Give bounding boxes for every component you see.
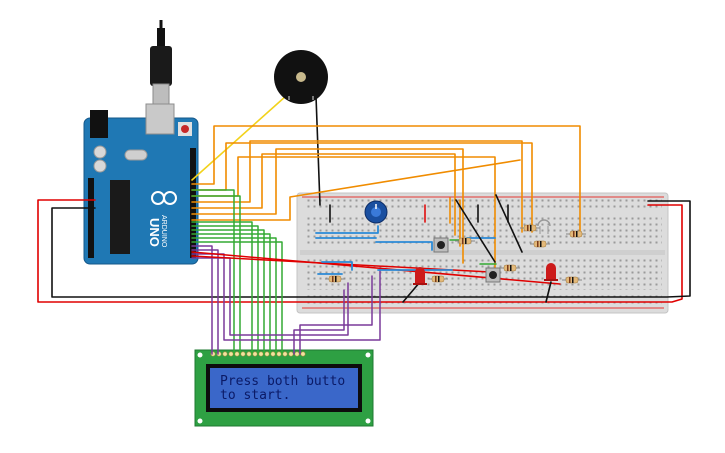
wire-gnd (51, 200, 691, 298)
wire-buzzer-signal (191, 95, 287, 181)
wire-buzzer-gnd (315, 95, 321, 206)
resistor (325, 275, 345, 283)
potentiometer-icon (364, 200, 388, 224)
arduino-logo-icon (151, 191, 177, 205)
lcd-display: Press both butto to start. (194, 349, 374, 427)
light-sensor-icon (537, 219, 551, 234)
resistor (500, 264, 520, 272)
resistor (562, 276, 582, 284)
led-1 (413, 267, 427, 285)
lcd-header-pins (210, 351, 306, 357)
arduino-uno-board: ARDUINO UNO (83, 20, 199, 265)
resistor (566, 230, 586, 238)
arduino-brand-label: ARDUINO (160, 215, 167, 248)
resistor (520, 224, 540, 232)
buzzer-icon (274, 50, 328, 104)
wire-5v (37, 199, 683, 303)
lcd-line-2: to start. (220, 388, 290, 403)
green-wire-group (191, 189, 283, 355)
resistor (530, 240, 550, 248)
resistors (325, 224, 586, 284)
arduino-model-label: UNO (147, 218, 162, 247)
usb-cable-icon (150, 20, 172, 107)
black-jumpers (329, 194, 552, 303)
breadboard (296, 192, 669, 314)
push-button-2 (485, 267, 501, 283)
lcd-line-1: Press both butto (220, 374, 345, 389)
led-2 (544, 263, 558, 281)
resistor (455, 237, 475, 245)
blue-jumpers (315, 225, 496, 275)
push-button-1 (433, 237, 449, 253)
resistor (428, 275, 448, 283)
